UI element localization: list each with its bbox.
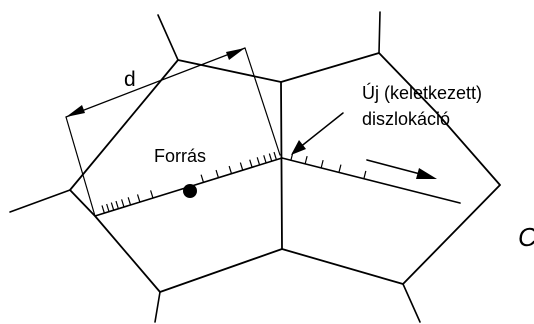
- label-new-dislocation-line2: diszlokáció: [362, 109, 450, 129]
- grain-left: [69, 59, 283, 293]
- motion-arrow-shaft: [366, 159, 425, 176]
- pointer-arrow-shaft: [298, 112, 344, 149]
- dimension-extension-left: [65, 116, 96, 217]
- dimension-arrowhead-left: [66, 105, 85, 117]
- dislocation-tick: [101, 205, 105, 214]
- dimension-arrowhead-right: [226, 48, 245, 60]
- dislocation-tick: [263, 155, 267, 164]
- dislocation-tick: [228, 165, 233, 174]
- boundary-stub-top-right: [378, 11, 381, 54]
- dislocation-tick: [106, 203, 110, 212]
- dislocation-tick: [256, 157, 261, 166]
- pointer-arrow-head: [291, 140, 306, 155]
- dislocation-tick: [150, 190, 154, 199]
- boundary-stub-bottom-left: [154, 291, 161, 323]
- dislocation-tick: [273, 151, 277, 160]
- label-source: Forrás: [154, 146, 206, 166]
- motion-arrow-head: [416, 168, 437, 179]
- dimension-label-d: d: [124, 68, 136, 91]
- dimension-extension-right: [244, 47, 281, 156]
- dislocation-pileup-left: [101, 190, 154, 214]
- grain-right: [280, 52, 501, 285]
- dislocation-tick: [115, 200, 119, 209]
- dislocation-tick: [110, 202, 115, 211]
- new-dislocation-pointer: [291, 112, 344, 155]
- dimension-line: [65, 47, 246, 118]
- label-cut-letter: C: [518, 222, 534, 252]
- source-dot: [183, 184, 197, 198]
- dislocation-tick: [121, 199, 125, 208]
- label-new-dislocation-line1: Új (keletkezett): [362, 82, 482, 103]
- dislocation-pileup-right: [200, 151, 277, 183]
- outer-grain-boundaries: [9, 11, 421, 323]
- boundary-stub-bottom-right: [402, 283, 421, 323]
- dislocation-tick: [249, 159, 253, 168]
- dislocation-tick: [127, 197, 132, 206]
- dislocation-tick: [338, 164, 342, 173]
- dislocation-tick: [268, 153, 273, 162]
- dislocation-tick: [320, 159, 324, 169]
- dislocation-tick: [304, 155, 308, 164]
- new-dislocations: [290, 152, 367, 179]
- slip-line-left-grain: [94, 151, 283, 217]
- dislocation-tick: [239, 162, 244, 171]
- dimension-d: d: [65, 47, 281, 217]
- slip-line-right-grain: [281, 152, 461, 204]
- dislocation-tick: [215, 169, 219, 178]
- dislocation-tick: [200, 174, 205, 183]
- dislocation-tick: [363, 170, 367, 179]
- new-slip-line: [281, 157, 461, 204]
- boundary-stub-top-left: [157, 14, 179, 61]
- dislocation-tick: [136, 194, 141, 203]
- boundary-stub-left: [9, 189, 71, 213]
